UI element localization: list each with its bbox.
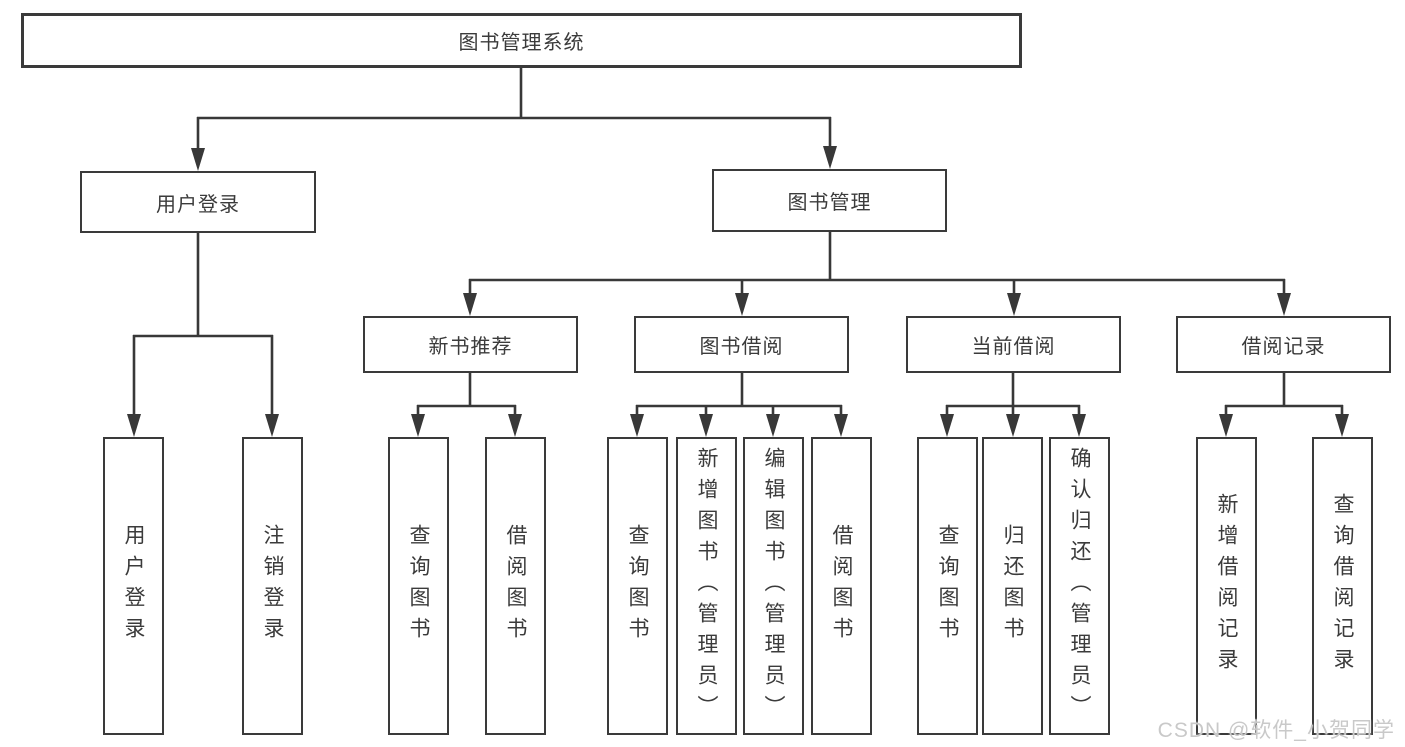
node-label: 归还图书	[1001, 524, 1024, 648]
node-label: 编辑图书（管理员）	[762, 446, 785, 726]
connector-root-to-level2	[191, 68, 837, 171]
node-label: 图书管理	[787, 192, 872, 214]
arrow-down-icon	[1219, 414, 1233, 437]
node-label: 查询图书	[407, 524, 430, 648]
connector-bookmgmt-to-level3	[463, 232, 1291, 316]
arrow-down-icon	[1006, 414, 1020, 437]
node-user-login-leaf: 用户登录	[103, 437, 164, 735]
connector-currentborrow-to-children	[940, 373, 1086, 437]
node-query-books-current: 查询图书	[917, 437, 978, 735]
node-borrow-books: 借阅图书	[811, 437, 872, 735]
node-label: 用户登录	[122, 524, 145, 648]
node-confirm-return-admin: 确认归还（管理员）	[1049, 437, 1110, 735]
node-return-books: 归还图书	[982, 437, 1043, 735]
arrow-down-icon	[766, 414, 780, 437]
node-label: 注销登录	[261, 524, 284, 648]
node-label: 当前借阅	[971, 336, 1056, 358]
node-borrow-books-recommend: 借阅图书	[485, 437, 546, 735]
node-label: 图书管理系统	[458, 32, 585, 54]
node-user-login: 用户登录	[80, 171, 316, 233]
node-label: 借阅图书	[504, 524, 527, 648]
arrow-down-icon	[411, 414, 425, 437]
arrow-down-icon	[823, 146, 837, 169]
node-query-books-borrow: 查询图书	[607, 437, 668, 735]
arrow-down-icon	[127, 414, 141, 437]
arrow-down-icon	[191, 148, 205, 171]
arrow-down-icon	[463, 293, 477, 316]
node-label: 用户登录	[156, 193, 240, 216]
node-label: 新增图书（管理员）	[695, 446, 718, 726]
node-edit-books-admin: 编辑图书（管理员）	[743, 437, 804, 735]
node-label: 确认归还（管理员）	[1068, 446, 1091, 726]
arrow-down-icon	[630, 414, 644, 437]
node-label: 查询图书	[936, 524, 959, 648]
node-label: 借阅图书	[830, 524, 853, 648]
connector-userlogin-to-children	[127, 233, 279, 437]
connector-bookborrow-to-children	[630, 373, 848, 437]
node-borrowing-records: 借阅记录	[1176, 316, 1391, 373]
arrow-down-icon	[1277, 293, 1291, 316]
arrow-down-icon	[834, 414, 848, 437]
node-label: 图书借阅	[699, 336, 784, 358]
node-label: 新增借阅记录	[1215, 493, 1238, 679]
node-current-borrowing: 当前借阅	[906, 316, 1121, 373]
node-new-book-recommend: 新书推荐	[363, 316, 578, 373]
node-query-borrow-record: 查询借阅记录	[1312, 437, 1373, 735]
node-label: 新书推荐	[428, 336, 513, 358]
arrow-down-icon	[735, 293, 749, 316]
connector-newbookrec-to-children	[411, 373, 522, 437]
node-logout: 注销登录	[242, 437, 303, 735]
node-add-books-admin: 新增图书（管理员）	[676, 437, 737, 735]
node-label: 查询图书	[626, 524, 649, 648]
node-book-management: 图书管理	[712, 169, 947, 232]
node-book-borrowing: 图书借阅	[634, 316, 849, 373]
node-library-management-system: 图书管理系统	[21, 13, 1022, 68]
arrow-down-icon	[940, 414, 954, 437]
watermark: CSDN @软件_小贺同学	[1157, 719, 1395, 742]
arrow-down-icon	[1335, 414, 1349, 437]
node-add-borrow-record: 新增借阅记录	[1196, 437, 1257, 735]
arrow-down-icon	[508, 414, 522, 437]
node-query-books-recommend: 查询图书	[388, 437, 449, 735]
node-label: 查询借阅记录	[1331, 493, 1354, 679]
arrow-down-icon	[265, 414, 279, 437]
node-label: 借阅记录	[1241, 336, 1326, 358]
arrow-down-icon	[699, 414, 713, 437]
arrow-down-icon	[1007, 293, 1021, 316]
arrow-down-icon	[1072, 414, 1086, 437]
connector-borrowrecord-to-children	[1219, 373, 1349, 437]
